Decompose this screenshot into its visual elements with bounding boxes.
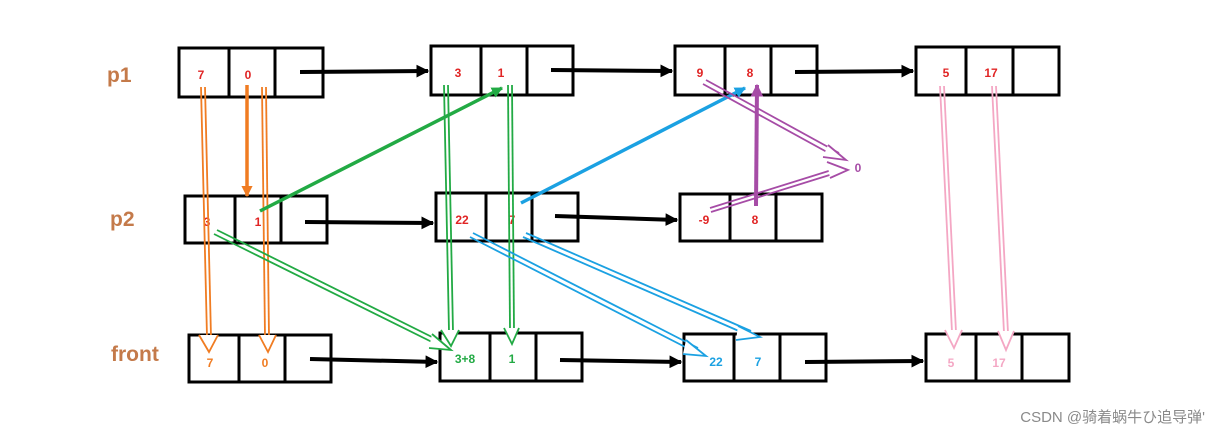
p1-node-1-carry: 0	[245, 68, 252, 82]
p1-node-4: 5 17	[914, 45, 1061, 97]
front-node-2-value: 3+8	[455, 352, 476, 366]
p1-node-4-carry: 17	[984, 66, 998, 80]
p1-node-3-carry: 8	[747, 66, 754, 80]
p2-next-arrow-1	[304, 216, 435, 230]
carry-value: 0	[855, 161, 862, 175]
green-p2-to-p1-arrow	[259, 86, 503, 213]
watermark: CSDN @骑着蜗牛ひ追导弹'	[1020, 409, 1205, 426]
p1-node-3-value: 9	[697, 66, 704, 80]
front-node-1-carry: 0	[262, 356, 269, 370]
green-copy-arrows	[213, 84, 520, 352]
p2-node-3-value: -9	[699, 213, 710, 227]
label-p1: p1	[107, 64, 132, 87]
front-next-arrow-2	[559, 355, 683, 369]
p1-next-arrow-3	[794, 64, 915, 78]
blue-p2-to-p1-arrow	[520, 86, 746, 205]
p2-node-1: 3 1	[183, 194, 329, 245]
pink-copy-arrows	[939, 85, 1015, 353]
p2-node-2-carry: 7	[509, 213, 516, 227]
p2-node-1-carry: 1	[255, 215, 262, 229]
front-node-4-carry: 17	[992, 356, 1006, 370]
p2-node-3-carry: 8	[752, 213, 759, 227]
p2-node-1-value: 3	[204, 215, 211, 229]
front-node-3-carry: 7	[755, 355, 762, 369]
front-node-3-value: 22	[709, 355, 723, 369]
p1-node-1-value: 7	[198, 68, 205, 82]
front-next-arrow-3	[804, 354, 925, 368]
front-node-4: 5 17	[924, 332, 1071, 383]
p1-next-arrow-2	[550, 64, 674, 78]
label-front: front	[111, 343, 159, 366]
blue-copy-arrows	[469, 232, 764, 358]
p2-next-arrow-2	[554, 213, 679, 227]
p2-node-2: 22 7	[434, 191, 580, 243]
front-node-2-carry: 1	[509, 352, 516, 366]
p1-node-2-value: 3	[455, 66, 462, 80]
front-node-1-value: 7	[207, 356, 214, 370]
p1-node-4-value: 5	[943, 66, 950, 80]
label-p2: p2	[110, 208, 135, 231]
purple-carry-arrows	[702, 79, 851, 213]
front-node-4-value: 5	[948, 356, 955, 370]
p1-next-arrow-1	[299, 64, 430, 78]
front-node-2: 3+8 1	[438, 331, 584, 383]
p2-node-2-value: 22	[455, 213, 469, 227]
front-next-arrow-1	[309, 355, 439, 369]
purple-p2-to-p1-arrow	[750, 83, 764, 207]
p2-node-3: -9 8	[678, 192, 824, 243]
orange-copy-arrows	[198, 86, 277, 355]
p1-node-1: 7 0	[177, 46, 325, 99]
p1-node-2-carry: 1	[498, 66, 505, 80]
front-node-3: 22 7	[682, 332, 828, 383]
